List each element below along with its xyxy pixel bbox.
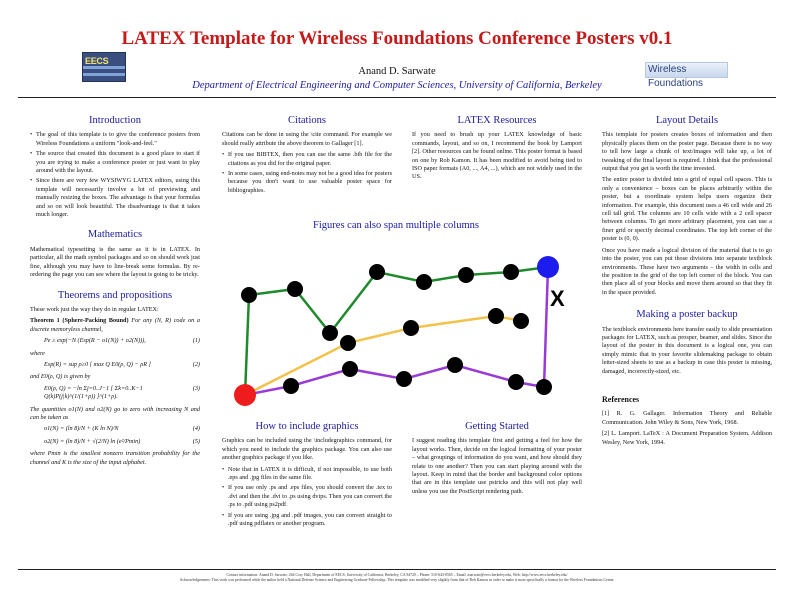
logo-stripe: [83, 73, 125, 76]
equation-3: E0(ρ, Q) = −ln Σj=0..J−1 [ Σk=0..K−1 Q(k…: [44, 385, 200, 402]
list-item: The source that created this document is…: [30, 150, 200, 175]
list-item: Note that in LATEX it is difficult, if n…: [222, 466, 392, 483]
figure-title: Figures can also span multiple columns: [313, 220, 479, 231]
equation-number: (3): [192, 384, 200, 392]
footer: Contact information: Anand D. Sarwate, 2…: [0, 573, 794, 583]
equation-1: Pe ≥ exp(−N (Esp(R − o1(N)) + o2(N))), (1…: [44, 337, 200, 345]
footer-rule: [18, 569, 776, 570]
logo-left-text: EECS: [85, 56, 109, 66]
equation-number: (5): [192, 437, 200, 445]
introduction-heading: Introduction: [89, 115, 141, 126]
graph-node: [536, 379, 552, 395]
source-node: [234, 384, 256, 406]
closing-text: where Pmin is the smallest nonzero trans…: [30, 450, 200, 466]
graph-node: [342, 361, 358, 377]
poster-title: LATEX Template for Wireless Foundations …: [121, 28, 673, 49]
column-3-bottom: Getting Started I suggest reading this t…: [412, 421, 582, 499]
list-item: If you are using .jpg and .pdf images, y…: [222, 512, 392, 529]
destination-node: [537, 256, 559, 278]
graph-node: [396, 371, 412, 387]
citations-heading: Citations: [288, 115, 326, 126]
list-item: If you use BIBTEX, then you can use the …: [222, 151, 392, 168]
getting-started-heading: Getting Started: [465, 421, 529, 432]
mathematics-heading: Mathematics: [87, 229, 143, 241]
graph-node: [403, 320, 419, 336]
logo-stripe: [83, 66, 125, 69]
graphics-text: Graphics can be included using the \incl…: [222, 437, 392, 462]
affiliation: Department of Electrical Engineering and…: [192, 80, 602, 91]
resources-heading: LATEX Resources: [457, 115, 537, 126]
equation-body: Esp(R) = sup ρ≥0 [ max Q E0(ρ, Q) − ρR ]: [44, 360, 151, 368]
backup-heading: Making a poster backup: [636, 309, 738, 321]
graph-node: [503, 264, 519, 280]
theorems-heading: Theorems and propositions: [57, 289, 173, 301]
intro-list: The goal of this template is to give the…: [30, 131, 200, 219]
column-2-bottom: How to include graphics Graphics can be …: [222, 421, 392, 530]
layout-paragraph: This template for posters creates boxes …: [602, 131, 772, 173]
graph-node: [488, 308, 504, 324]
layout-heading: Layout Details: [655, 115, 719, 126]
citations-list: If you use BIBTEX, then you can use the …: [222, 151, 392, 195]
equation-body: E0(ρ, Q) = −ln Σj=0..J−1 [ Σk=0..K−1 Q(k…: [44, 384, 143, 401]
equation-4: o1(N) = (ln 8)/N + (K ln N)/N (4): [44, 425, 200, 433]
column-2-top: Citations Citations can be done in using…: [222, 115, 392, 197]
equation-body: o2(N) = (ln 8)/N + √(2/N) ln (e²/Pmin): [44, 437, 141, 445]
equation-body: o1(N) = (ln 8)/N + (K ln N)/N: [44, 425, 119, 433]
and-text: and E0(ρ, Q) is given by: [30, 373, 91, 381]
graph-node: [513, 313, 529, 329]
graph-node: [447, 357, 463, 373]
graph-node: [416, 274, 432, 290]
theorems-intro: These work just the way they do in regul…: [30, 305, 159, 313]
graph-node: [369, 264, 385, 280]
graph-node: [508, 374, 524, 390]
resources-text: If you need to brush up your LATEX knowl…: [412, 131, 582, 181]
reference-item: [1] R. G. Gallager. Information Theory a…: [602, 410, 772, 426]
mathematics-text: Mathematical typesetting is the same as …: [30, 245, 200, 279]
equation-number: (4): [192, 425, 200, 433]
x-marker: X: [550, 286, 565, 311]
quantities-text: The quantities o1(N) and o2(N) go to zer…: [30, 405, 200, 421]
graph-node: [322, 325, 338, 341]
graph-node: [283, 378, 299, 394]
list-item: Since there are very few WYSIWYG LATEX e…: [30, 177, 200, 219]
reference-item: [2] L. Lamport. LaTeX : A Document Prepa…: [602, 430, 772, 446]
footer-contact: Contact information: Anand D. Sarwate, 2…: [226, 573, 568, 577]
graph-node: [287, 281, 303, 297]
equation-2: Esp(R) = sup ρ≥0 [ max Q E0(ρ, Q) − ρR ]…: [44, 361, 200, 369]
header-rule: [18, 97, 776, 98]
theorem-statement: Theorem 1 (Sphere-Packing Bound) For any…: [30, 317, 200, 334]
graphics-list: Note that in LATEX it is difficult, if n…: [222, 466, 392, 529]
graph-node: [340, 335, 356, 351]
equation-number: (2): [192, 360, 200, 368]
column-1: Introduction The goal of this template i…: [30, 115, 200, 470]
equation-5: o2(N) = (ln 8)/N + √(2/N) ln (e²/Pmin) (5…: [44, 438, 200, 446]
graph-node: [241, 287, 257, 303]
equation-number: (1): [192, 337, 200, 345]
citations-text: Citations can be done in using the \cite…: [222, 131, 392, 147]
graph-node: [458, 267, 474, 283]
graphics-heading: How to include graphics: [255, 421, 359, 432]
wireless-foundations-logo: Wireless Foundations: [645, 62, 728, 89]
equation-body: Pe ≥ exp(−N (Esp(R − o1(N)) + o2(N))),: [44, 337, 146, 345]
list-item: In some cases, using end-notes may not b…: [222, 170, 392, 195]
references-heading: References: [602, 394, 640, 404]
network-figure: X: [234, 256, 565, 406]
footer-acknowledgements: Acknowledgements: This work was performe…: [179, 578, 615, 582]
column-3-top: LATEX Resources If you need to brush up …: [412, 115, 582, 185]
backup-text: The textblock environments here transfer…: [602, 325, 772, 375]
getting-started-text: I suggest reading this template first an…: [412, 437, 582, 495]
column-4: Layout Details This template for posters…: [602, 115, 772, 450]
list-item: The goal of this template is to give the…: [30, 131, 200, 148]
list-item: If you use only .ps and .eps files, you …: [222, 484, 392, 509]
eecs-logo: EECS: [82, 52, 126, 82]
layout-paragraph: The entire poster is divided into a grid…: [602, 176, 772, 243]
theorem-head: Theorem 1 (Sphere-Packing Bound): [30, 317, 129, 325]
where-text: where: [30, 349, 45, 357]
author-name: Anand D. Sarwate: [358, 66, 436, 77]
theorem-text: For any (N, R) code on a discrete memory…: [30, 317, 200, 333]
layout-paragraph: Once you have made a logical division of…: [602, 246, 772, 296]
